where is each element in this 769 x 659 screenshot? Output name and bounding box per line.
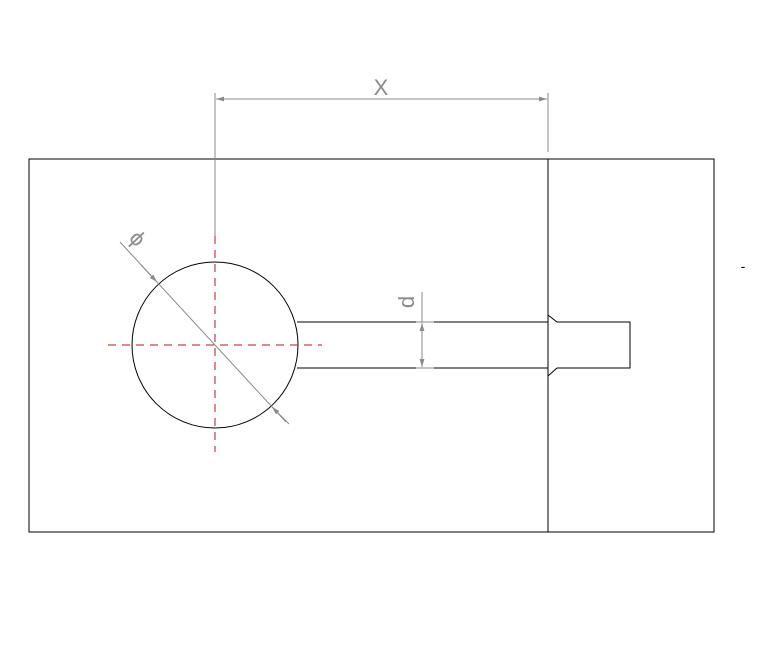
diameter-arrow-upper xyxy=(140,264,158,283)
x-dimension-label: X xyxy=(374,75,389,100)
pin-stub xyxy=(547,314,631,377)
d-dimension-label: d xyxy=(394,296,419,308)
plate-outline xyxy=(28,158,715,533)
side-mark: - xyxy=(741,258,746,274)
diameter-label: ϕ xyxy=(124,225,151,251)
diameter-arrow-lower xyxy=(271,406,290,425)
